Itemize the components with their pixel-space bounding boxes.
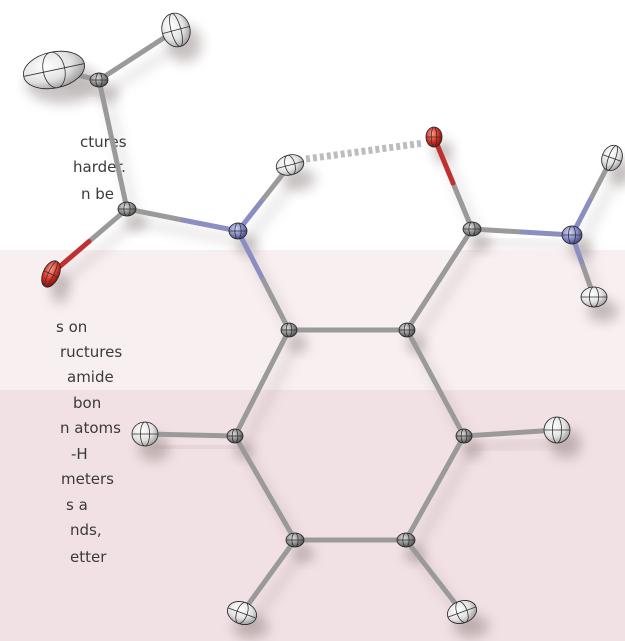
text-line: s on	[56, 318, 88, 336]
bond-shadow	[479, 238, 581, 250]
bond-c4-c6	[232, 380, 265, 439]
bond-c1-c2	[110, 142, 130, 212]
bond-shadow	[247, 550, 306, 627]
hydrogen-bond-h3-o2	[305, 139, 425, 163]
bond-c5-c3	[437, 226, 475, 282]
text-line: n be	[81, 185, 115, 203]
bond-shadow	[134, 218, 247, 246]
atom-c3	[462, 221, 482, 237]
text-line: meters	[61, 470, 114, 488]
bond-shadow	[243, 175, 301, 245]
atom-c6	[226, 428, 244, 444]
atom-c2	[117, 201, 137, 217]
bond-shadow	[105, 39, 186, 95]
bonds	[48, 27, 615, 616]
text-line: harder.	[73, 158, 126, 176]
bond-shadow	[412, 239, 483, 344]
atom-h4	[601, 144, 623, 172]
bond-c6-c8	[232, 433, 268, 491]
bond-c5-c7	[433, 380, 467, 439]
atom-h8	[227, 601, 257, 625]
bond-c6-c8	[262, 485, 298, 543]
bond-shadow	[57, 218, 137, 289]
bond-shadow	[152, 443, 244, 451]
atom-h1	[161, 12, 191, 48]
atom-c5	[398, 322, 416, 338]
text-line: s a	[66, 496, 88, 514]
text-line: -H	[71, 445, 88, 463]
atom-o1	[41, 260, 61, 288]
bond-n1-c4	[235, 228, 266, 283]
bond-shadow	[104, 91, 138, 222]
bond-c2-n1	[124, 206, 185, 223]
atom-h2	[23, 50, 85, 90]
text-line: etter	[70, 548, 107, 566]
bond-c5-c3	[404, 277, 442, 333]
atom-h5	[580, 286, 608, 308]
atom-c8	[285, 532, 305, 548]
bond-n1-c4	[261, 278, 292, 333]
atom-c9	[396, 532, 416, 548]
hydrogen-bonds	[305, 139, 425, 163]
atom-h9	[447, 600, 477, 624]
bond-c2-n1	[180, 217, 241, 234]
bond-c7-c9	[403, 485, 438, 543]
atom-c7	[455, 428, 473, 444]
bond-c7-c9	[432, 433, 467, 491]
text-line: bon	[73, 394, 102, 412]
bond-c5-c7	[404, 327, 438, 386]
atoms	[23, 12, 623, 625]
atom-n1	[228, 222, 248, 240]
atom-c4	[280, 322, 298, 338]
atom-c1	[89, 72, 109, 88]
band-top	[0, 0, 625, 250]
bond-shadow	[471, 439, 566, 451]
atom-h6	[131, 421, 159, 447]
text-line: ructures	[60, 343, 123, 361]
text-line: n atoms	[60, 419, 121, 437]
text-line: amide	[67, 368, 114, 386]
bond-shadow	[577, 168, 623, 249]
atom-h3	[275, 154, 305, 176]
atom-o2	[425, 126, 443, 148]
atom-n2	[561, 225, 583, 245]
bond-shadow	[411, 446, 475, 554]
bond-c4-c6	[259, 327, 292, 386]
bond-c3-o2	[450, 180, 475, 232]
bond-shadow	[240, 340, 300, 450]
band-light	[0, 250, 625, 390]
text-line: nds,	[70, 521, 102, 539]
bond-c1-c2	[96, 77, 116, 147]
atom-h7	[543, 416, 571, 444]
